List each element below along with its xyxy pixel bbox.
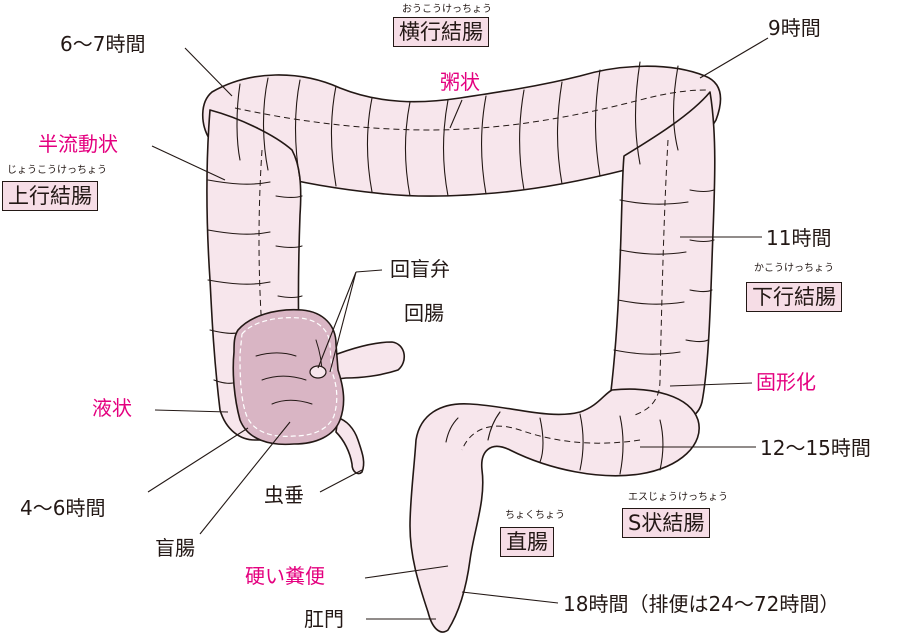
label-appendix: 虫垂: [264, 483, 304, 507]
leader-ileocecal-valve-1: [355, 269, 383, 273]
stool-state-hard-stool: 硬い糞便: [245, 564, 325, 588]
leader-solidifying: [669, 382, 753, 387]
label-cecum: 盲腸: [155, 536, 195, 560]
leader-porridge: [449, 99, 463, 129]
leader-ileocecal-valve-2: [317, 271, 357, 369]
ileum-shape: [321, 341, 405, 381]
time-12-15h: 12〜15時間: [760, 436, 871, 460]
leader-semi-liquid: [151, 145, 226, 181]
cecum-shape: [232, 308, 345, 446]
leader-4-6h: [147, 427, 249, 493]
stool-state-semi-liquid: 半流動状: [38, 132, 118, 156]
leader-hard-stool: [364, 565, 449, 579]
time-9h: 9時間: [768, 16, 821, 40]
stool-state-porridge: 粥状: [440, 70, 480, 94]
time-18h: 18時間（排便は24〜72時間）: [563, 592, 840, 616]
stool-state-solidifying: 固形化: [756, 370, 816, 394]
time-6-7h: 6〜7時間: [60, 32, 146, 56]
leader-ileocecal-valve-3: [329, 271, 357, 373]
leader-6-7h: [184, 47, 233, 97]
label-ileum: 回腸: [404, 301, 444, 325]
label-ileocecal-valve: 回盲弁: [390, 257, 450, 281]
leader-appendix: [319, 469, 363, 493]
descending-colon-reading: かこうけっちょう: [754, 263, 834, 274]
transverse-colon-reading: おうこうけっちょう: [402, 4, 492, 15]
sigmoid-colon-reading: エスじょうけっちょう: [628, 492, 728, 503]
transverse-colon-label: 横行結腸: [393, 17, 489, 48]
sigmoid-colon-label: S状結腸: [622, 508, 711, 539]
rectum-reading: ちょくちょう: [505, 510, 565, 521]
sigmoid-rectum-shape: [409, 388, 700, 633]
time-11h: 11時間: [766, 226, 832, 250]
ascending-colon-label: 上行結腸: [2, 181, 98, 212]
ascending-colon-reading: じょうこうけっちょう: [7, 165, 107, 176]
leader-liquid: [154, 409, 229, 413]
time-4-6h: 4〜6時間: [20, 496, 106, 520]
descending-colon-label: 下行結腸: [746, 282, 842, 313]
leader-9h: [699, 37, 769, 79]
stool-state-liquid: 液状: [92, 396, 132, 420]
leader-18h: [461, 591, 559, 604]
appendix-shape: [335, 417, 365, 475]
rectum-label: 直腸: [500, 527, 554, 558]
label-anus: 肛門: [304, 607, 344, 631]
leader-cecum: [199, 421, 291, 535]
